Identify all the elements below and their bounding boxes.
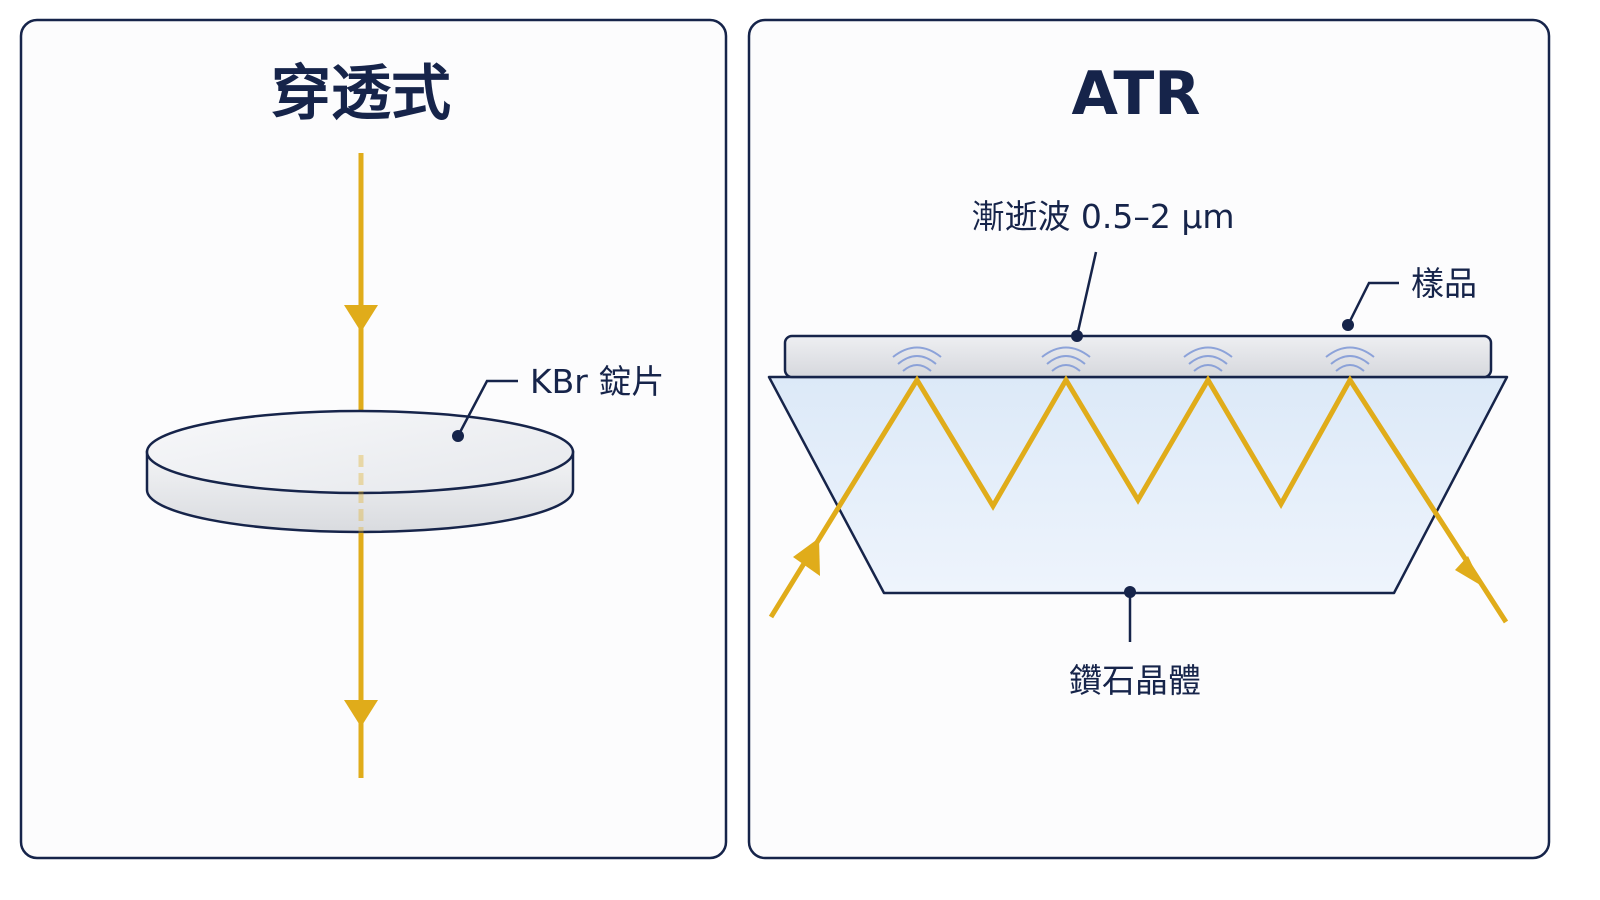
kbr-pellet-face <box>145 409 575 495</box>
kbr-pellet <box>145 409 575 534</box>
atr-panel: ATR <box>747 18 1551 860</box>
atr-title: ATR <box>1072 59 1201 129</box>
atr-reflection-beam <box>768 375 1509 624</box>
diamond-crystal <box>767 375 1509 595</box>
evanescent-wave-label: 漸逝波 0.5–2 μm <box>971 197 1234 236</box>
sample-label: 樣品 <box>1411 264 1477 303</box>
sample-leader <box>1346 281 1399 326</box>
atr-entry-arrowhead <box>793 538 820 576</box>
evanescent-wave-leader <box>1075 251 1098 337</box>
sample-leader-dot <box>1342 319 1354 331</box>
evanescent-wave-1 <box>892 346 942 372</box>
transmitted-beam-arrowhead <box>344 700 378 727</box>
kbr-pellet-leader-dot <box>452 430 464 442</box>
atr-exit-arrowhead <box>1455 556 1482 586</box>
kbr-pellet-label: KBr 錠片 <box>530 362 664 401</box>
evanescent-wave-2 <box>1041 346 1091 372</box>
evanescent-waves <box>892 346 1375 372</box>
evanescent-wave-leader-dot <box>1071 330 1083 342</box>
evanescent-wave-4 <box>1325 346 1375 372</box>
transmission-title: 穿透式 <box>271 59 451 129</box>
incident-beam-arrowhead <box>344 305 378 332</box>
crystal-leader-dot <box>1124 586 1136 598</box>
kbr-pellet-leader <box>456 379 518 437</box>
evanescent-wave-3 <box>1183 346 1233 372</box>
crystal-label: 鑽石晶體 <box>1069 661 1201 700</box>
sample-layer <box>783 334 1493 379</box>
transmission-panel: 穿透式 KBr 錠片 <box>19 18 728 860</box>
